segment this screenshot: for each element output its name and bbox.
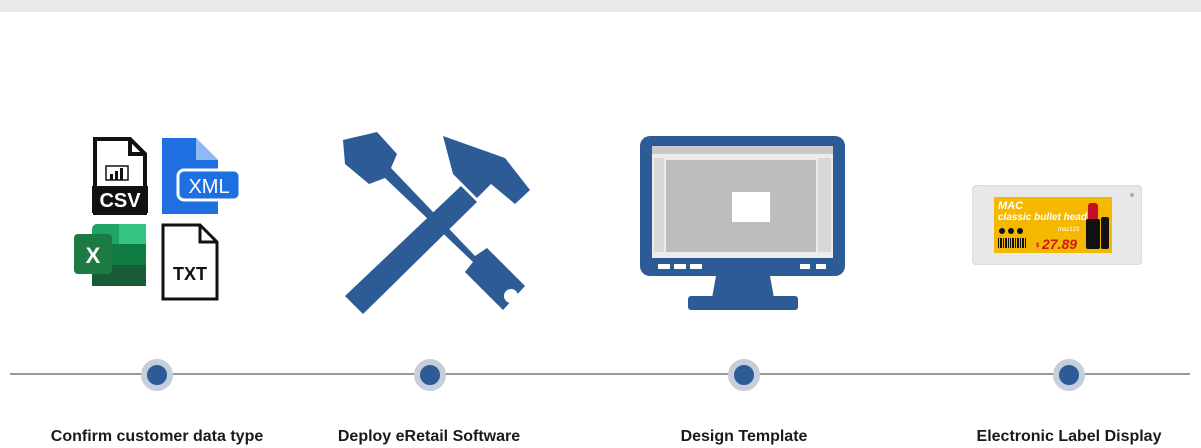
xml-file-icon: XML xyxy=(162,138,242,214)
timeline-dot-1 xyxy=(141,359,173,391)
e-label-icon: MAC classic bullet head mac123 $ 27.89 xyxy=(972,185,1142,265)
top-divider-bar xyxy=(0,0,1201,12)
wrench-hammer-icon xyxy=(343,132,530,314)
label-price-text: 27.89 xyxy=(1041,236,1077,252)
step-2-label: Deploy eRetail Software xyxy=(337,428,521,445)
label-product-text: classic bullet head xyxy=(998,212,1088,223)
excel-file-icon: X xyxy=(74,224,146,286)
monitor-icon xyxy=(640,136,845,310)
timeline-dot-4 xyxy=(1053,359,1085,391)
step-3-label: Design Template xyxy=(680,428,808,445)
label-code-text: mac123 xyxy=(1058,227,1080,233)
csv-file-icon: CSV xyxy=(92,137,148,215)
step-1-label: Confirm customer data type xyxy=(50,428,264,445)
txt-file-icon: TXT xyxy=(161,223,219,301)
timeline-line xyxy=(10,373,1190,375)
step-4-label: Electronic Label Display xyxy=(976,428,1162,445)
excel-badge-text: X xyxy=(86,243,101,268)
timeline-dot-3 xyxy=(728,359,760,391)
svg-text:$: $ xyxy=(1036,243,1040,249)
xml-badge-text: XML xyxy=(188,176,229,198)
timeline-dot-2 xyxy=(414,359,446,391)
csv-badge-text: CSV xyxy=(99,190,141,212)
txt-badge-text: TXT xyxy=(173,264,207,284)
label-brand-text: MAC xyxy=(998,200,1024,212)
